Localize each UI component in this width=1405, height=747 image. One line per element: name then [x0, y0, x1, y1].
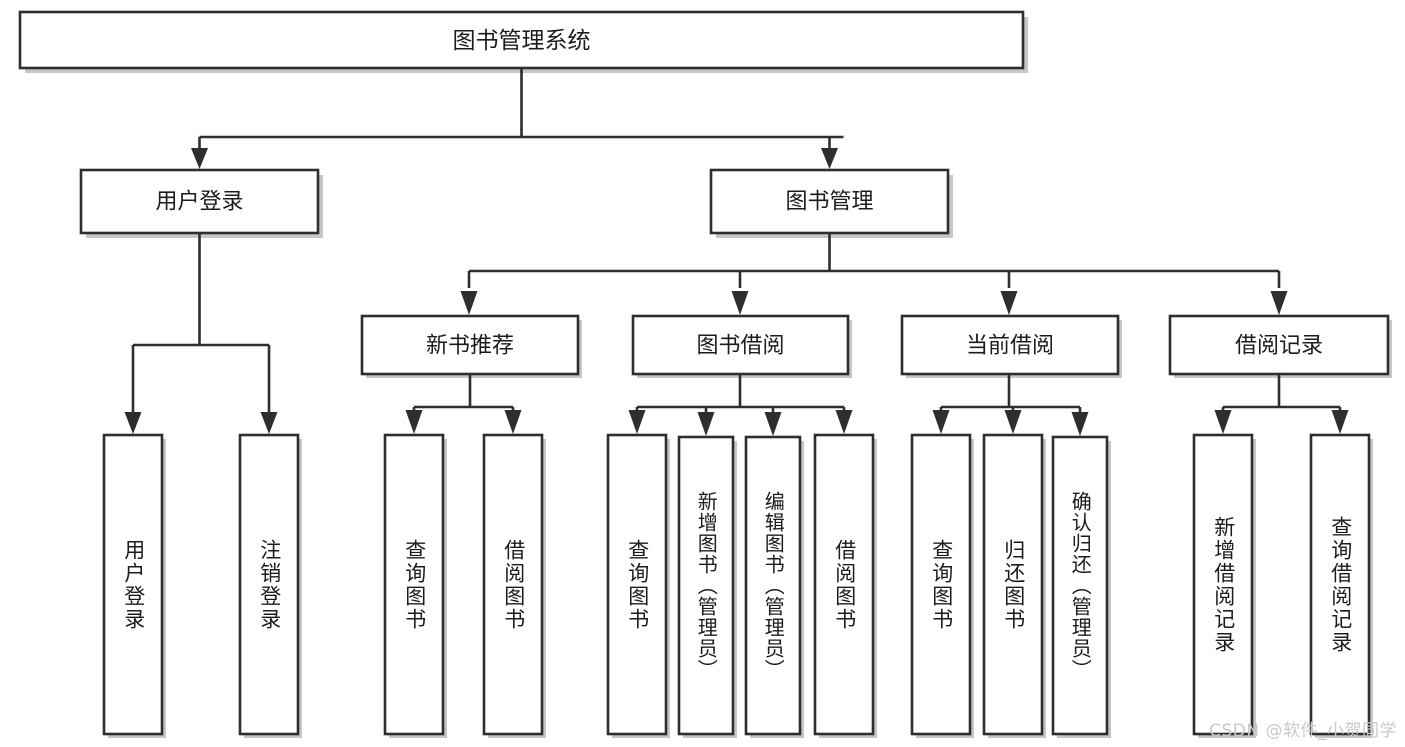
arrow-to-leaf-user-logout: [260, 412, 278, 434]
node-label-layer: 图书管理系统 用户登录 图书管理 新书推荐 图书借阅 当前借阅 借阅记录: [155, 28, 1323, 359]
node-label-book-borrow: 图书借阅: [696, 334, 784, 359]
node-box-leaf-confirm-return-admin[interactable]: [1051, 435, 1109, 736]
node-label-user-login: 用户登录: [155, 190, 243, 215]
node-label-borrow-record: 借阅记录: [1235, 334, 1323, 359]
node-box-leaf-borrow-book-rec[interactable]: [482, 433, 544, 736]
node-label-new-book-recommend: 新书推荐: [426, 334, 514, 359]
connector-root-to-level2: [198, 68, 844, 153]
node-box-book-borrow[interactable]: [631, 314, 850, 376]
arrow-to-current-borrow: [1000, 291, 1018, 315]
arrow-to-book-borrow: [731, 291, 749, 315]
arrow-to-leaf-user-login: [124, 412, 142, 434]
arrow-to-leaf-query-borrow-record: [1331, 410, 1349, 434]
node-box-leaf-borrow-book-borrow[interactable]: [813, 433, 875, 736]
arrow-to-leaf-query-book-rec: [405, 410, 423, 434]
node-box-user-login[interactable]: [79, 168, 320, 235]
arrow-to-borrow-record: [1270, 291, 1288, 315]
connector-currentborrow-bus: [939, 374, 1082, 415]
node-box-root[interactable]: [18, 10, 1025, 70]
connector-bookborrow-bus: [635, 374, 846, 415]
arrow-to-leaf-add-borrow-record: [1214, 410, 1232, 434]
connector-userlogin-bus: [131, 233, 271, 415]
arrow-to-user-login: [191, 148, 208, 169]
node-label-current-borrow: 当前借阅: [966, 334, 1054, 359]
csdn-watermark: CSDN @软件_小贺同学: [1209, 721, 1397, 741]
connector-layer: [124, 68, 1349, 436]
node-box-book-management[interactable]: [709, 168, 950, 235]
node-box-leaf-add-book-admin[interactable]: [677, 435, 735, 736]
connector-borrowrecord-bus: [1221, 374, 1342, 415]
node-box-leaf-user-login[interactable]: [102, 433, 164, 736]
node-box-leaf-query-book-rec[interactable]: [383, 433, 445, 736]
connector-bookmgmt-bus: [467, 233, 1281, 288]
node-box-leaf-query-book-borrow[interactable]: [606, 433, 668, 736]
node-box-leaf-user-logout[interactable]: [238, 433, 300, 736]
arrow-to-leaf-borrow-book-rec: [504, 410, 522, 434]
arrow-to-leaf-return-book: [1004, 410, 1022, 434]
arrow-to-book-management: [821, 148, 838, 169]
node-box-current-borrow[interactable]: [900, 314, 1120, 376]
node-box-borrow-record[interactable]: [1168, 314, 1390, 376]
arrow-to-leaf-query-book-borrow: [628, 410, 646, 434]
arrow-to-leaf-edit-book-admin: [764, 412, 782, 436]
arrow-to-leaf-confirm-return-admin: [1071, 412, 1089, 436]
node-box-leaf-return-book[interactable]: [982, 433, 1044, 736]
arrow-to-new-book-recommend: [460, 291, 478, 315]
node-box-leaf-query-borrow-record[interactable]: [1309, 433, 1371, 736]
node-box-leaf-add-borrow-record[interactable]: [1192, 433, 1254, 736]
arrow-to-leaf-borrow-book-borrow: [835, 410, 853, 434]
node-box-layer: [18, 10, 1390, 736]
arrow-to-leaf-add-book-admin: [697, 412, 715, 436]
arrow-to-leaf-query-book-current: [932, 410, 950, 434]
node-box-leaf-query-book-current[interactable]: [910, 433, 972, 736]
node-label-root: 图书管理系统: [453, 28, 591, 54]
node-box-leaf-edit-book-admin[interactable]: [744, 435, 802, 736]
connector-newbook-bus: [412, 374, 515, 415]
node-label-book-management: 图书管理: [785, 190, 873, 215]
node-box-new-book-recommend[interactable]: [360, 314, 580, 376]
